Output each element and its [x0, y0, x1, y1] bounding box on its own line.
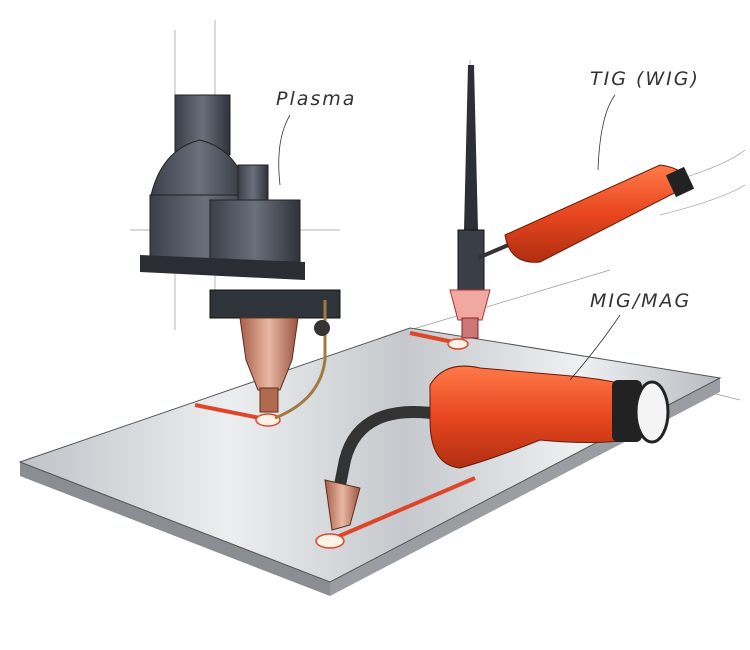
weld-spots: [255, 338, 469, 549]
plasma-torch: [140, 94, 341, 420]
tig-torch: [449, 65, 695, 339]
metal-plate: [18, 327, 722, 596]
mig-torch: [324, 365, 670, 531]
label-tig: TIG (WIG): [590, 68, 700, 90]
leader-lines: [278, 94, 621, 381]
label-plasma: Plasma: [276, 88, 357, 110]
label-mig: MIG/MAG: [590, 290, 692, 312]
